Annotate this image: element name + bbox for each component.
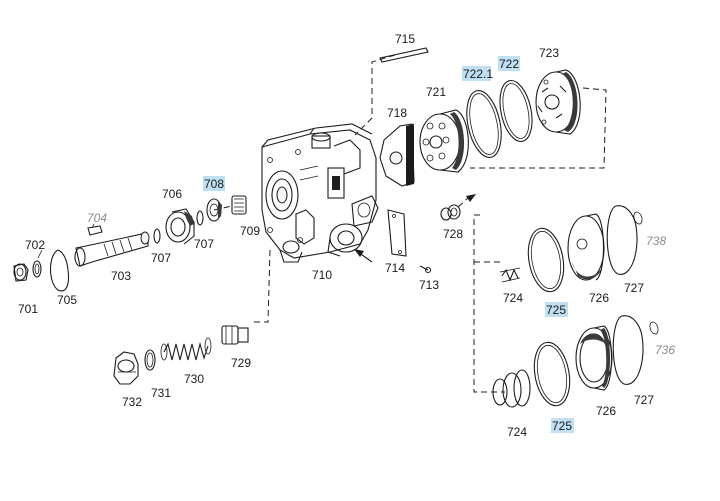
label-714: 714 [385,261,405,275]
part-730-spring [160,337,212,361]
part-709-bearing [231,195,247,215]
leader-lines [213,54,607,393]
label-725-b: 725 [552,419,572,433]
part-706-bearing [165,208,195,245]
label-leaders [37,223,95,259]
part-726b-piston [575,325,613,391]
label-736: 736 [655,343,675,357]
label-709: 709 [240,224,260,238]
part-727a-snap-ring [606,205,638,275]
highlight-boxes [203,56,574,433]
label-732: 732 [122,395,142,409]
part-labels: 701 702 703 704 705 706 707 707 708 709 … [18,32,675,439]
part-708-seal [206,198,222,222]
part-704-key [87,225,103,236]
part-713-screw [419,265,432,274]
part-721-rotor [419,109,469,173]
part-738-small-ring [633,211,643,225]
part-729-adapter [221,325,249,345]
label-715: 715 [395,32,415,46]
label-724-a: 724 [503,291,523,305]
label-704: 704 [87,211,107,225]
label-710: 710 [312,268,332,282]
label-706: 706 [162,187,182,201]
label-702: 702 [25,238,45,252]
part-702-washer [32,260,42,278]
part-714-gasket-plate [387,209,407,257]
label-729: 729 [231,356,251,370]
part-703-shaft [74,231,150,267]
label-725-a: 725 [546,303,566,317]
label-723: 723 [539,46,559,60]
flow-arrow-body [354,249,373,263]
part-701-nut [13,263,29,282]
part-722-o-ring [499,79,533,143]
part-722-1-o-ring [466,90,502,158]
label-707-a: 707 [151,251,171,265]
part-728-fitting [440,204,461,221]
label-718: 718 [387,106,407,120]
part-707b-ring [196,210,204,226]
label-726-a: 726 [589,291,609,305]
part-724b-seals [492,369,531,408]
flow-arrow-728 [466,194,476,202]
part-726a-piston [567,213,605,281]
label-730: 730 [184,372,204,386]
part-710-pump-body [261,123,379,263]
label-721: 721 [426,85,446,99]
part-731-ring [144,349,156,371]
label-731: 731 [151,386,171,400]
part-707a-ring [153,228,161,244]
part-724a-spring [499,267,521,283]
label-738: 738 [646,234,666,248]
label-701: 701 [18,302,38,316]
label-703: 703 [111,269,131,283]
label-722-1: 722.1 [463,67,493,81]
part-725a-o-ring [527,227,565,293]
label-724-b: 724 [507,425,527,439]
label-708: 708 [204,177,224,191]
part-725b-o-ring [533,341,571,407]
part-718-plate [379,123,415,187]
label-705: 705 [57,293,77,307]
label-713: 713 [419,278,439,292]
label-727-a: 727 [624,281,644,295]
part-723-cover [535,69,581,135]
part-715-pin [379,47,429,63]
part-705-snap-ring [49,249,70,292]
part-736-small-ring [649,321,659,335]
label-707-b: 707 [194,237,214,251]
part-727b-snap-ring [612,315,644,385]
label-727-b: 727 [634,393,654,407]
label-726-b: 726 [596,404,616,418]
label-722: 722 [499,57,519,71]
part-732-plug [113,351,139,385]
label-728: 728 [443,227,463,241]
